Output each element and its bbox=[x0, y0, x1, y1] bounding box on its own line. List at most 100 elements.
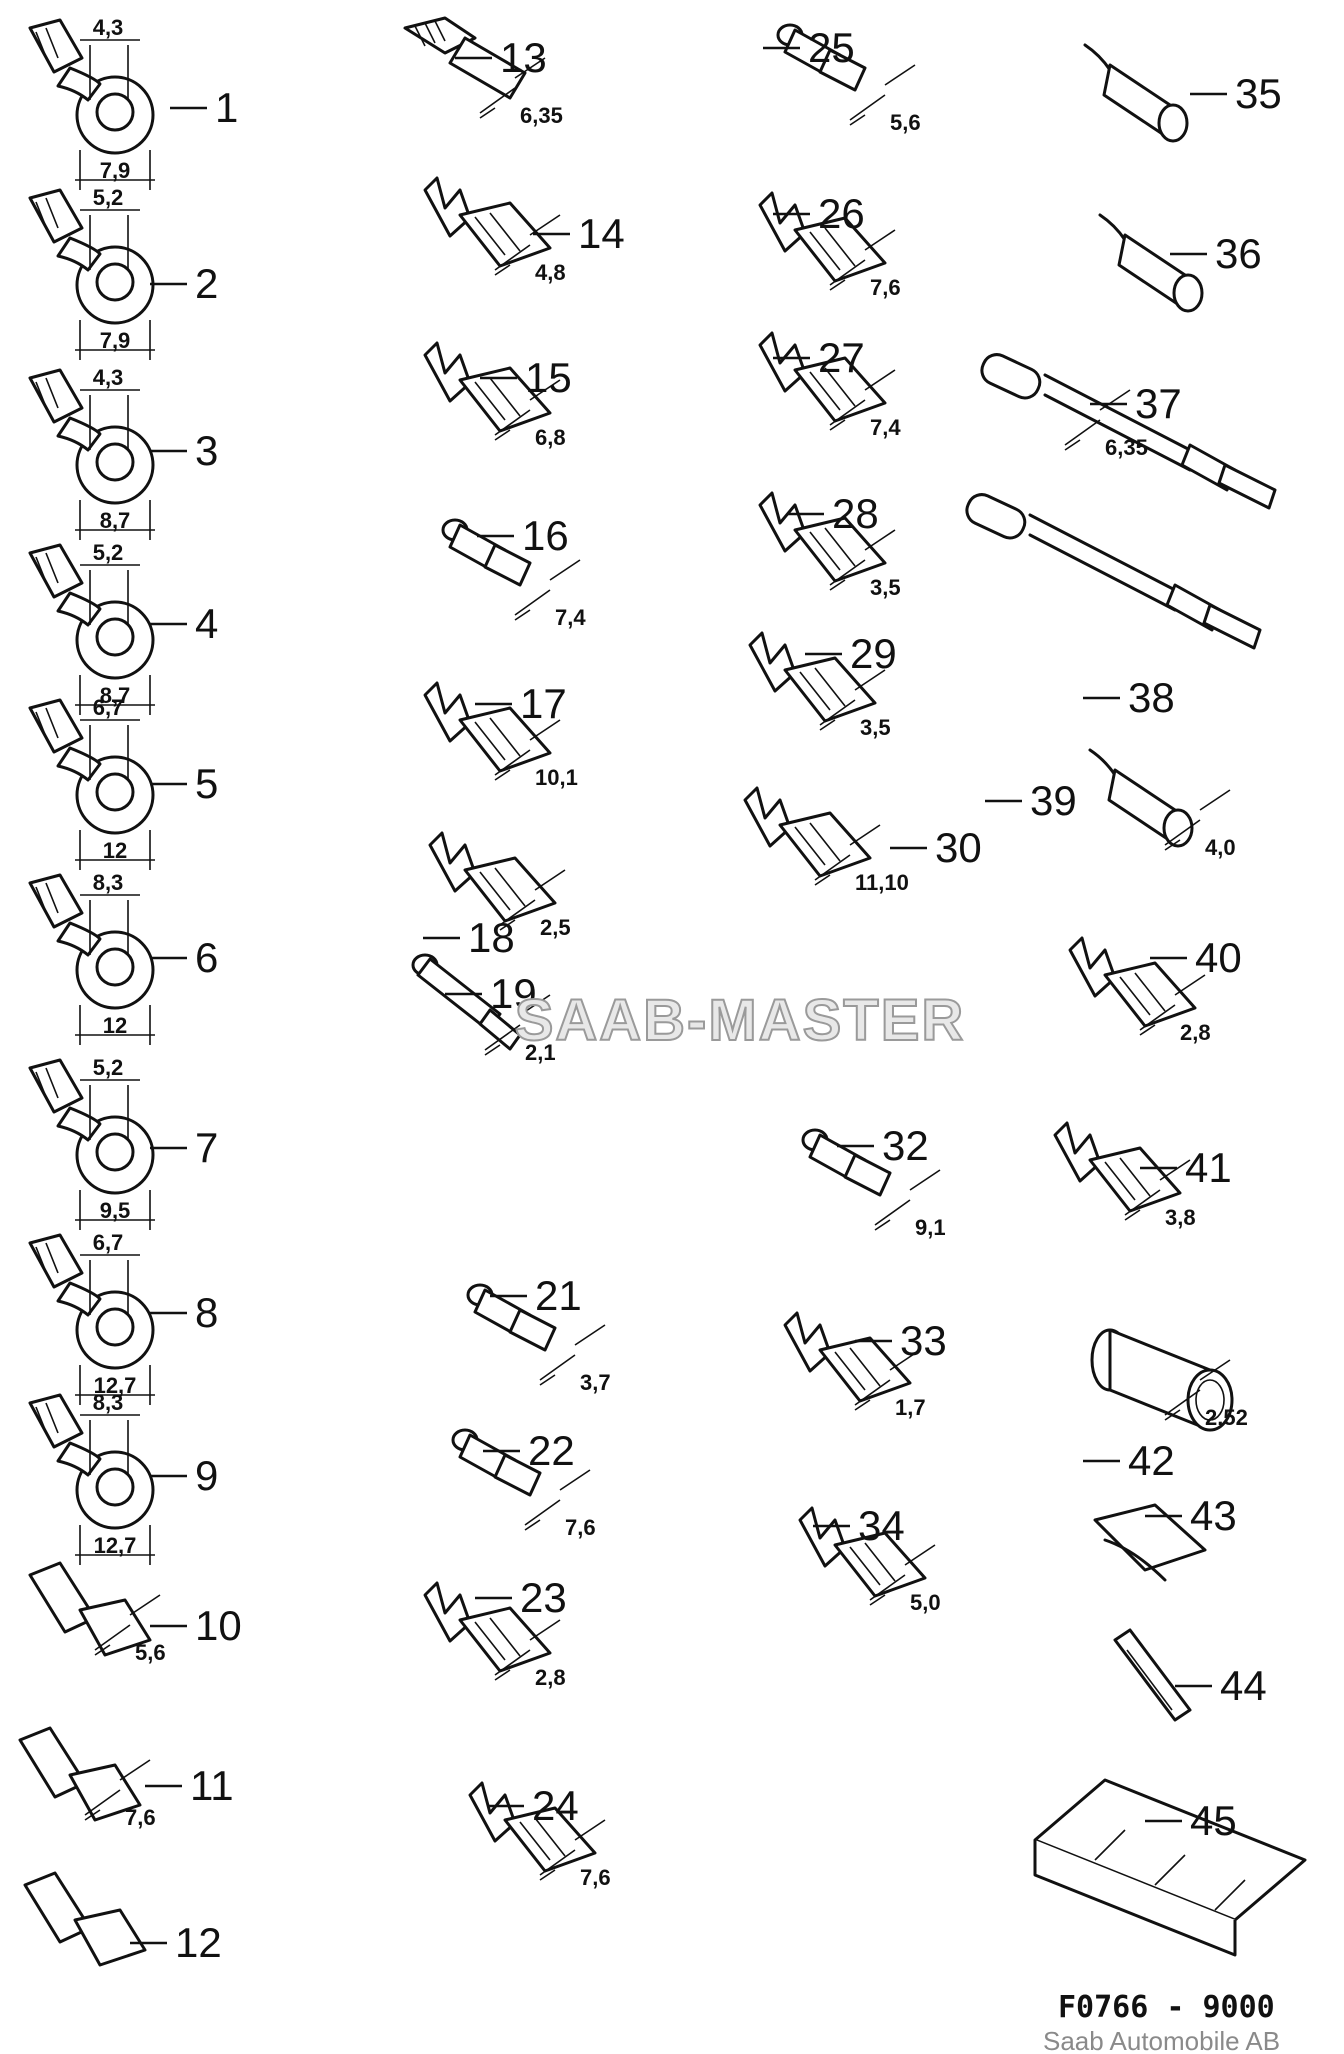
part-2: 5,2 7,9 2 bbox=[28, 185, 218, 360]
part-19: 2,1 19 bbox=[411, 953, 556, 1065]
part-number-label: 33 bbox=[900, 1317, 947, 1364]
part-9: 8,312,79 bbox=[28, 1390, 218, 1565]
part-number-label: 18 bbox=[468, 914, 515, 961]
part-number-label: 43 bbox=[1190, 1492, 1237, 1539]
part-7: 5,29,57 bbox=[28, 1055, 218, 1230]
part-number-label: 22 bbox=[528, 1427, 575, 1474]
part-number-label: 16 bbox=[522, 512, 569, 559]
part-number-label: 23 bbox=[520, 1574, 567, 1621]
part-number-label: 38 bbox=[1128, 674, 1175, 721]
dim-label: 7,6 bbox=[580, 1865, 611, 1890]
part-5: 6,7 12 5 bbox=[28, 695, 218, 870]
part-number-label: 39 bbox=[1030, 777, 1077, 824]
dim-label: 2,5 bbox=[540, 915, 571, 940]
dim-top-label: 5,2 bbox=[93, 185, 124, 210]
part-34: 5,034 bbox=[798, 1502, 941, 1615]
part-36: 36 bbox=[1098, 213, 1262, 313]
dim-top-label: 6,7 bbox=[93, 695, 124, 720]
dim-bottom-label: 12,7 bbox=[94, 1373, 137, 1398]
dim-label: 7,6 bbox=[565, 1515, 596, 1540]
part-number-label: 37 bbox=[1135, 380, 1182, 427]
dim-bottom-label: 7,9 bbox=[100, 328, 131, 353]
dim-label: 2,8 bbox=[1180, 1020, 1211, 1045]
part-number-label: 35 bbox=[1235, 70, 1282, 117]
watermark: SAAB-MASTER bbox=[515, 988, 966, 1053]
dim-label: 1,7 bbox=[895, 1395, 926, 1420]
dim-label: 2,1 bbox=[525, 1040, 556, 1065]
dim-label: 5,6 bbox=[890, 110, 921, 135]
part-number-label: 44 bbox=[1220, 1662, 1267, 1709]
part-37: 6,35 37 bbox=[980, 353, 1277, 510]
dim-label: 3,7 bbox=[580, 1370, 611, 1395]
dim-bottom-label: 8,7 bbox=[100, 683, 131, 708]
part-14: 4,8 14 bbox=[423, 176, 625, 285]
part-number-label: 5 bbox=[195, 760, 218, 807]
dim-label: 4,0 bbox=[1205, 835, 1236, 860]
dim-label: 7,4 bbox=[870, 415, 901, 440]
part-number-label: 8 bbox=[195, 1289, 218, 1336]
dim-label: 2,8 bbox=[535, 1665, 566, 1690]
dim-bottom-label: 12 bbox=[103, 1013, 127, 1038]
part-number-label: 21 bbox=[535, 1272, 582, 1319]
dim-label: 2.52 bbox=[1205, 1405, 1248, 1430]
part-18: 2,5 18 bbox=[423, 831, 571, 961]
part-number-label: 45 bbox=[1190, 1797, 1237, 1844]
dim-top-label: 8,3 bbox=[93, 1390, 124, 1415]
dim-label: 3,8 bbox=[1165, 1205, 1196, 1230]
dim-label: 3,5 bbox=[860, 715, 891, 740]
dim-label: 10,1 bbox=[535, 765, 578, 790]
part-29: 3,5 29 bbox=[748, 630, 897, 740]
parts-layer: 4,37,915,27,924,38,735,28,746,71258,3126… bbox=[18, 15, 1307, 1967]
part-43: 43 bbox=[1093, 1492, 1237, 1582]
part-26: 7,626 bbox=[758, 190, 901, 300]
part-39: 4,0 39 bbox=[985, 748, 1236, 860]
part-4: 5,28,74 bbox=[28, 540, 218, 715]
part-number-label: 30 bbox=[935, 824, 982, 871]
dim-top-label: 6,7 bbox=[93, 1230, 124, 1255]
part-number-label: 1 bbox=[215, 84, 238, 131]
dim-bottom-label: 7,9 bbox=[100, 158, 131, 183]
dim-bottom-label: 12,7 bbox=[94, 1533, 137, 1558]
part-number-label: 36 bbox=[1215, 230, 1262, 277]
part-number-label: 10 bbox=[195, 1602, 242, 1649]
part-17: 10,117 bbox=[423, 680, 578, 790]
dim-label: 6,8 bbox=[535, 425, 566, 450]
part-41: 3,8 41 bbox=[1053, 1121, 1232, 1230]
dim-top-label: 5,2 bbox=[93, 1055, 124, 1080]
dim-label: 4,8 bbox=[535, 260, 566, 285]
part-number-label: 15 bbox=[525, 354, 572, 401]
part-number-label: 11 bbox=[190, 1762, 234, 1809]
part-number-label: 3 bbox=[195, 427, 218, 474]
part-number-label: 2 bbox=[195, 260, 218, 307]
dim-bottom-label: 8,7 bbox=[100, 508, 131, 533]
part-3: 4,38,73 bbox=[28, 365, 218, 540]
part-number-label: 32 bbox=[882, 1122, 929, 1169]
part-38: 38 bbox=[965, 493, 1262, 721]
part-number-label: 41 bbox=[1185, 1144, 1232, 1191]
part-number-label: 34 bbox=[858, 1502, 905, 1549]
part-12: 12 bbox=[23, 1871, 222, 1967]
part-number-label: 14 bbox=[578, 210, 625, 257]
part-28: 3,528 bbox=[758, 490, 901, 600]
part-32: 9,132 bbox=[801, 1122, 946, 1240]
dim-bottom-label: 9,5 bbox=[100, 1198, 131, 1223]
part-1: 4,37,91 bbox=[28, 15, 238, 190]
dim-label: 6,35 bbox=[1105, 435, 1148, 460]
part-44: 44 bbox=[1113, 1628, 1267, 1722]
part-33: 1,7 33 bbox=[783, 1311, 947, 1420]
part-number-label: 4 bbox=[195, 600, 218, 647]
part-25: 5,625 bbox=[763, 23, 921, 135]
part-number-label: 6 bbox=[195, 934, 218, 981]
part-number-label: 19 bbox=[490, 970, 537, 1017]
part-16: 7,416 bbox=[441, 512, 586, 630]
dim-bottom-label: 12 bbox=[103, 838, 127, 863]
part-number-label: 13 bbox=[500, 34, 547, 81]
part-number-label: 28 bbox=[832, 490, 879, 537]
part-21: 3,7 21 bbox=[466, 1272, 611, 1395]
part-number-label: 26 bbox=[818, 190, 865, 237]
drawing-code: F0766 - 9000 bbox=[1058, 1990, 1275, 2025]
part-number-label: 29 bbox=[850, 630, 897, 677]
